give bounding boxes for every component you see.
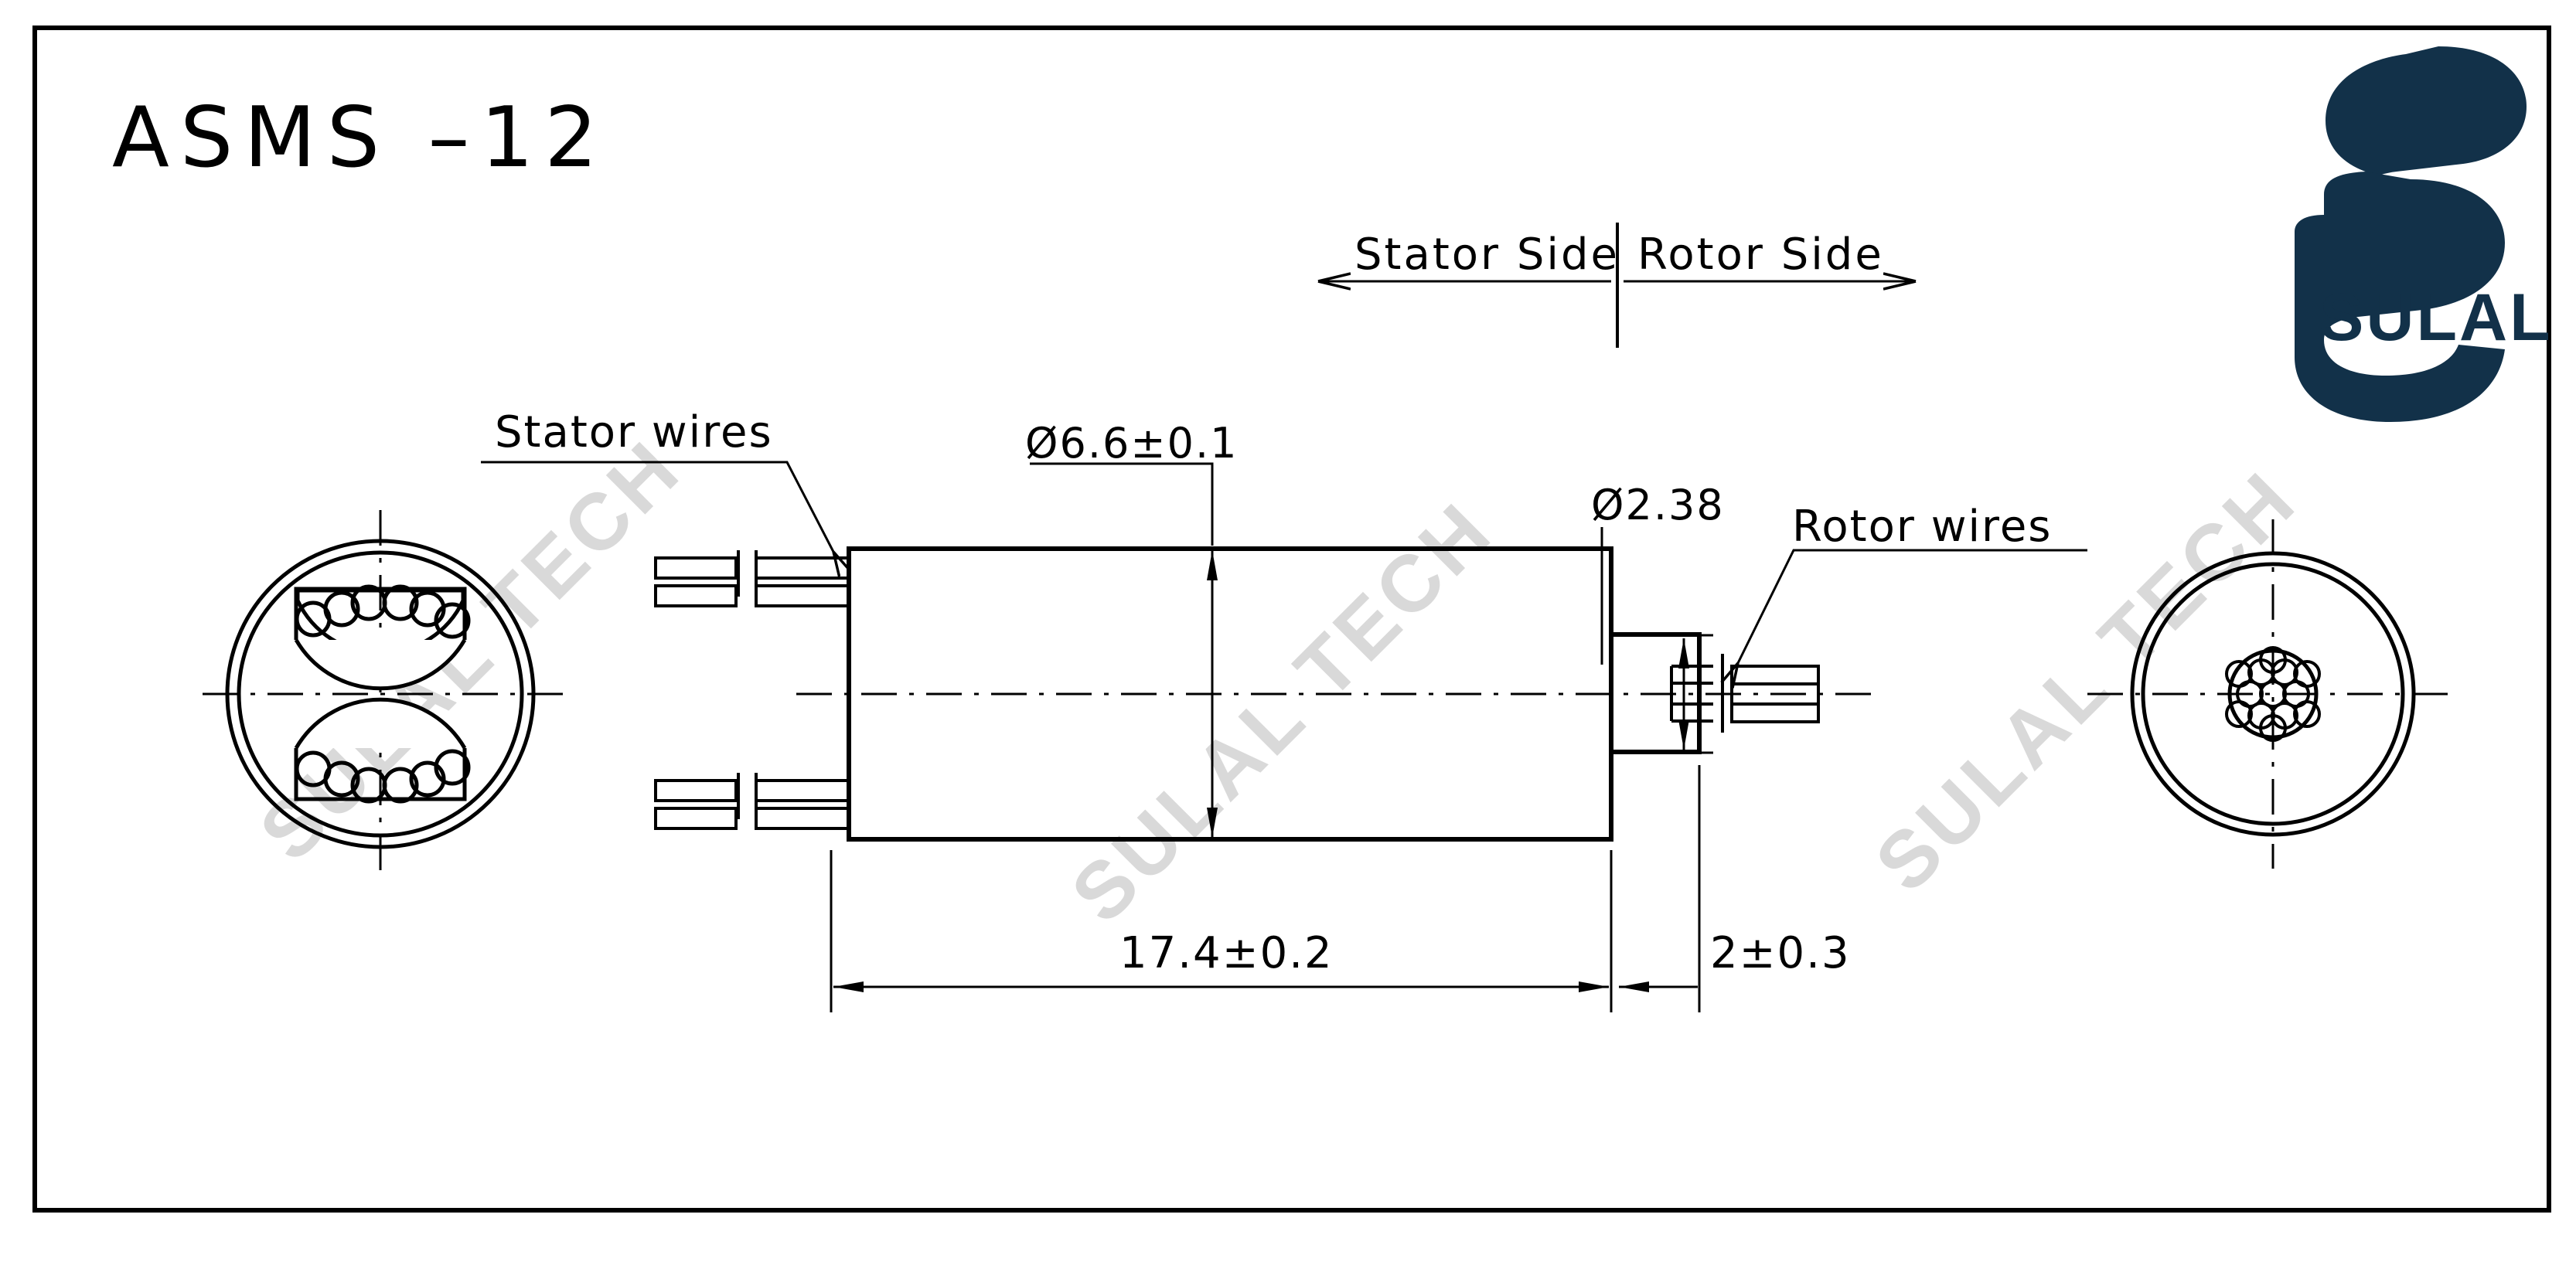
rotor-wires-callout: Rotor wires — [1738, 502, 2087, 663]
stator-inner-circle — [237, 550, 524, 838]
body-diameter-label: Ø6.6±0.1 — [1025, 419, 1239, 468]
dimension-shaft-diameter: Ø2.38 — [1591, 481, 1725, 754]
brand-name: SULAL — [2319, 281, 2553, 355]
stator-wires-upper — [654, 550, 850, 607]
watermark-layer: SULAL TECH SULAL TECH SULAL TECH — [243, 423, 2314, 940]
body-length-label: 17.4±0.2 — [1119, 928, 1334, 978]
stator-wire-pocket-bottom — [294, 697, 471, 804]
sheet-border — [32, 26, 2551, 1213]
dimension-shaft-length: 2±0.3 — [1619, 765, 1851, 1012]
stator-wires-label: Stator wires — [495, 407, 773, 458]
watermark-text: SULAL TECH — [1055, 485, 1510, 940]
dimension-body-diameter: Ø6.6±0.1 — [1025, 419, 1239, 838]
shaft-diameter-label: Ø2.38 — [1591, 481, 1725, 529]
rotor-inner-circle — [2141, 562, 2405, 826]
stator-wires-callout: Stator wires — [481, 407, 833, 552]
rotor-wires-label: Rotor wires — [1792, 502, 2052, 552]
stator-wires-lower — [654, 773, 850, 830]
rotor-side-label: Rotor Side — [1637, 230, 1884, 280]
stator-outer-circle — [225, 539, 536, 849]
stator-end-view — [203, 510, 574, 876]
brand-logo: SULAL — [2295, 46, 2553, 422]
dimension-body-length: 17.4±0.2 — [830, 850, 1613, 1012]
rotor-wire-bundle-end-view — [2225, 646, 2321, 742]
rotor-outer-circle — [2130, 551, 2416, 837]
orientation-indicator: Stator Side Rotor Side — [1318, 223, 1916, 348]
rotor-wire-bundle-outer — [1730, 665, 1820, 723]
stator-side-label: Stator Side — [1354, 230, 1620, 280]
slip-ring-section-view: Ø6.6±0.1 Ø2.38 17.4±0.2 2±0.3 — [481, 407, 2087, 1012]
stator-wire-pocket-top — [294, 584, 471, 691]
rotor-end-view — [2087, 519, 2458, 869]
sulal-s-logo-icon — [2295, 46, 2527, 422]
rotor-bundle-boundary — [2227, 648, 2319, 740]
shaft-length-label: 2±0.3 — [1710, 928, 1851, 978]
page-title: ASMS –12 — [112, 90, 608, 186]
